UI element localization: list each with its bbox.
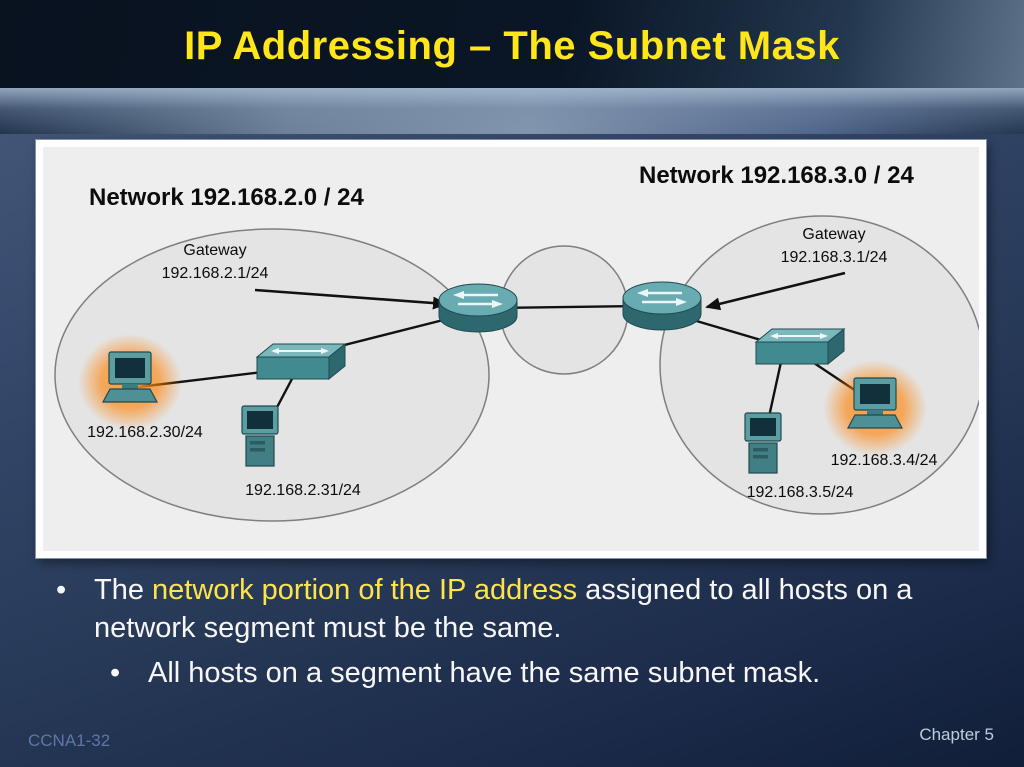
bullet-marker: • — [56, 574, 67, 606]
bullet-main: • The network portion of the IP address … — [0, 572, 1024, 647]
right-gateway-address: 192.168.3.1/24 — [781, 249, 888, 266]
bullet-sub-text: All hosts on a segment have the same sub… — [148, 657, 821, 690]
right-switch-icon — [755, 328, 845, 365]
left-desktop-icon — [241, 405, 279, 467]
network-topology-svg: Network 192.168.2.0 / 24 Network 192.168… — [54, 162, 979, 522]
left-gateway-label: Gateway — [183, 242, 246, 259]
sub-bullet-marker: • — [110, 657, 121, 690]
network-diagram: Network 192.168.2.0 / 24 Network 192.168… — [36, 140, 986, 558]
bullet-sub: • All hosts on a segment have the same s… — [0, 655, 1024, 691]
right-host-pc-icon — [847, 377, 903, 429]
bullet-main-pre: The — [94, 574, 153, 606]
left-host-pc-icon — [102, 351, 158, 403]
left-network-title: Network 192.168.2.0 / 24 — [89, 184, 364, 211]
left-host1-address: 192.168.2.30/24 — [87, 424, 203, 441]
slide-id-label: CCNA1-32 — [28, 731, 111, 750]
title-divider — [0, 88, 1024, 134]
bullet-main-post: assigned to all hosts on a network segme… — [94, 574, 913, 644]
right-router-icon — [621, 280, 703, 332]
left-gateway-address: 192.168.2.1/24 — [162, 265, 269, 282]
left-host2-address: 192.168.2.31/24 — [245, 482, 361, 499]
chapter-label: Chapter 5 — [919, 725, 994, 744]
right-host2-address: 192.168.3.5/24 — [747, 484, 854, 501]
left-gateway-arrow — [254, 288, 448, 310]
bullet-main-highlight: network portion of the IP address — [152, 574, 578, 606]
slide-title: IP Addressing – The Subnet Mask — [184, 24, 840, 68]
wan-link-boundary — [499, 245, 629, 375]
right-host1-address: 192.168.3.4/24 — [831, 452, 938, 469]
right-desktop-icon — [744, 412, 782, 474]
right-gateway-label: Gateway — [802, 226, 865, 243]
right-gateway-arrow — [705, 271, 846, 311]
bullet-list: • The network portion of the IP address … — [0, 572, 1024, 692]
left-switch-icon — [256, 343, 346, 380]
title-bar: IP Addressing – The Subnet Mask — [0, 0, 1024, 88]
bullet-main-text: The network portion of the IP address as… — [94, 572, 974, 647]
left-router-icon — [437, 282, 519, 334]
right-network-title: Network 192.168.3.0 / 24 — [639, 162, 914, 189]
